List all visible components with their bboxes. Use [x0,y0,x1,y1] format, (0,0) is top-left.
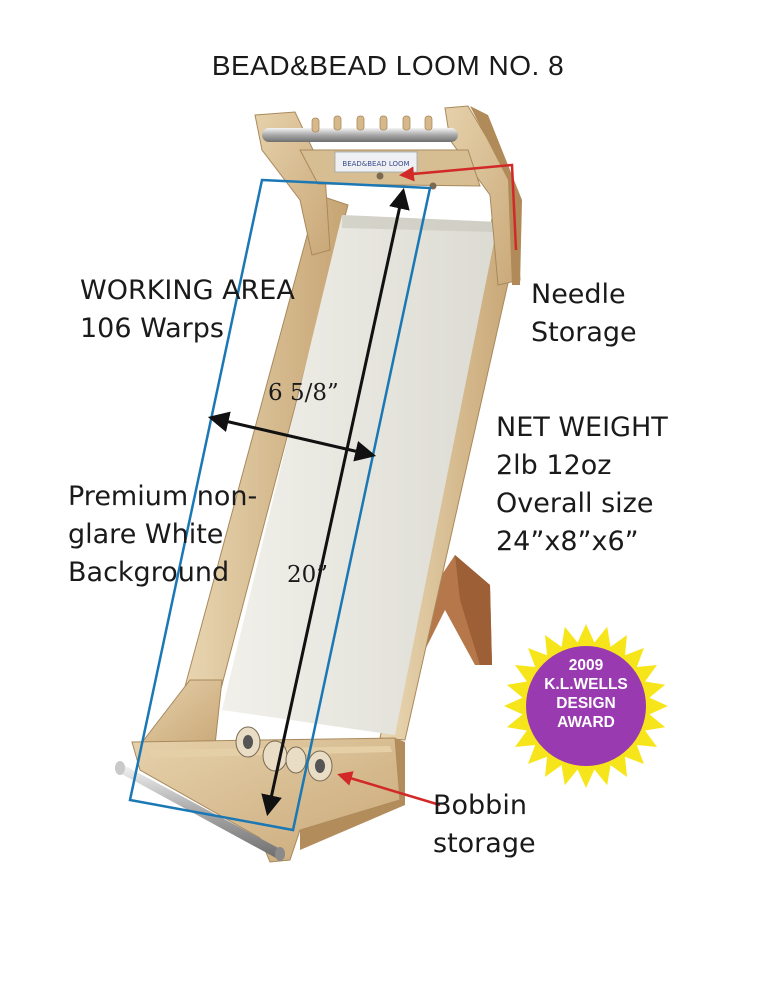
background-label: Premium non- glare White Background [68,481,258,588]
screw-icon [376,172,384,180]
needle-storage-arrow [399,163,518,251]
award-text: 2009 K.L.WELLS DESIGN AWARD [544,657,628,731]
top-rod [262,128,458,142]
width-dimension-arrow [207,411,377,462]
bobbin-storage-arrow [337,771,441,807]
width-dimension-label: 6 5/8” [268,380,339,406]
net-weight-label: NET WEIGHT 2lb 12oz Overall size 24”x8”x… [496,412,668,557]
length-dimension-arrow [261,187,410,817]
page-title: BEAD&BEAD LOOM NO. 8 [211,50,565,81]
bobbin-storage-label: Bobbin storage [433,790,536,859]
needle-storage-label: Needle Storage [531,279,637,348]
length-dimension-label: 20” [287,562,329,588]
rear-stand [425,555,492,665]
working-area-outline [128,178,432,832]
award-disc [526,646,646,766]
label-plate: BEAD&BEAD LOOM [342,160,409,168]
award-badge [504,624,668,788]
working-area-label: WORKING AREA 106 Warps [80,275,295,344]
bottom-rod [118,764,282,858]
